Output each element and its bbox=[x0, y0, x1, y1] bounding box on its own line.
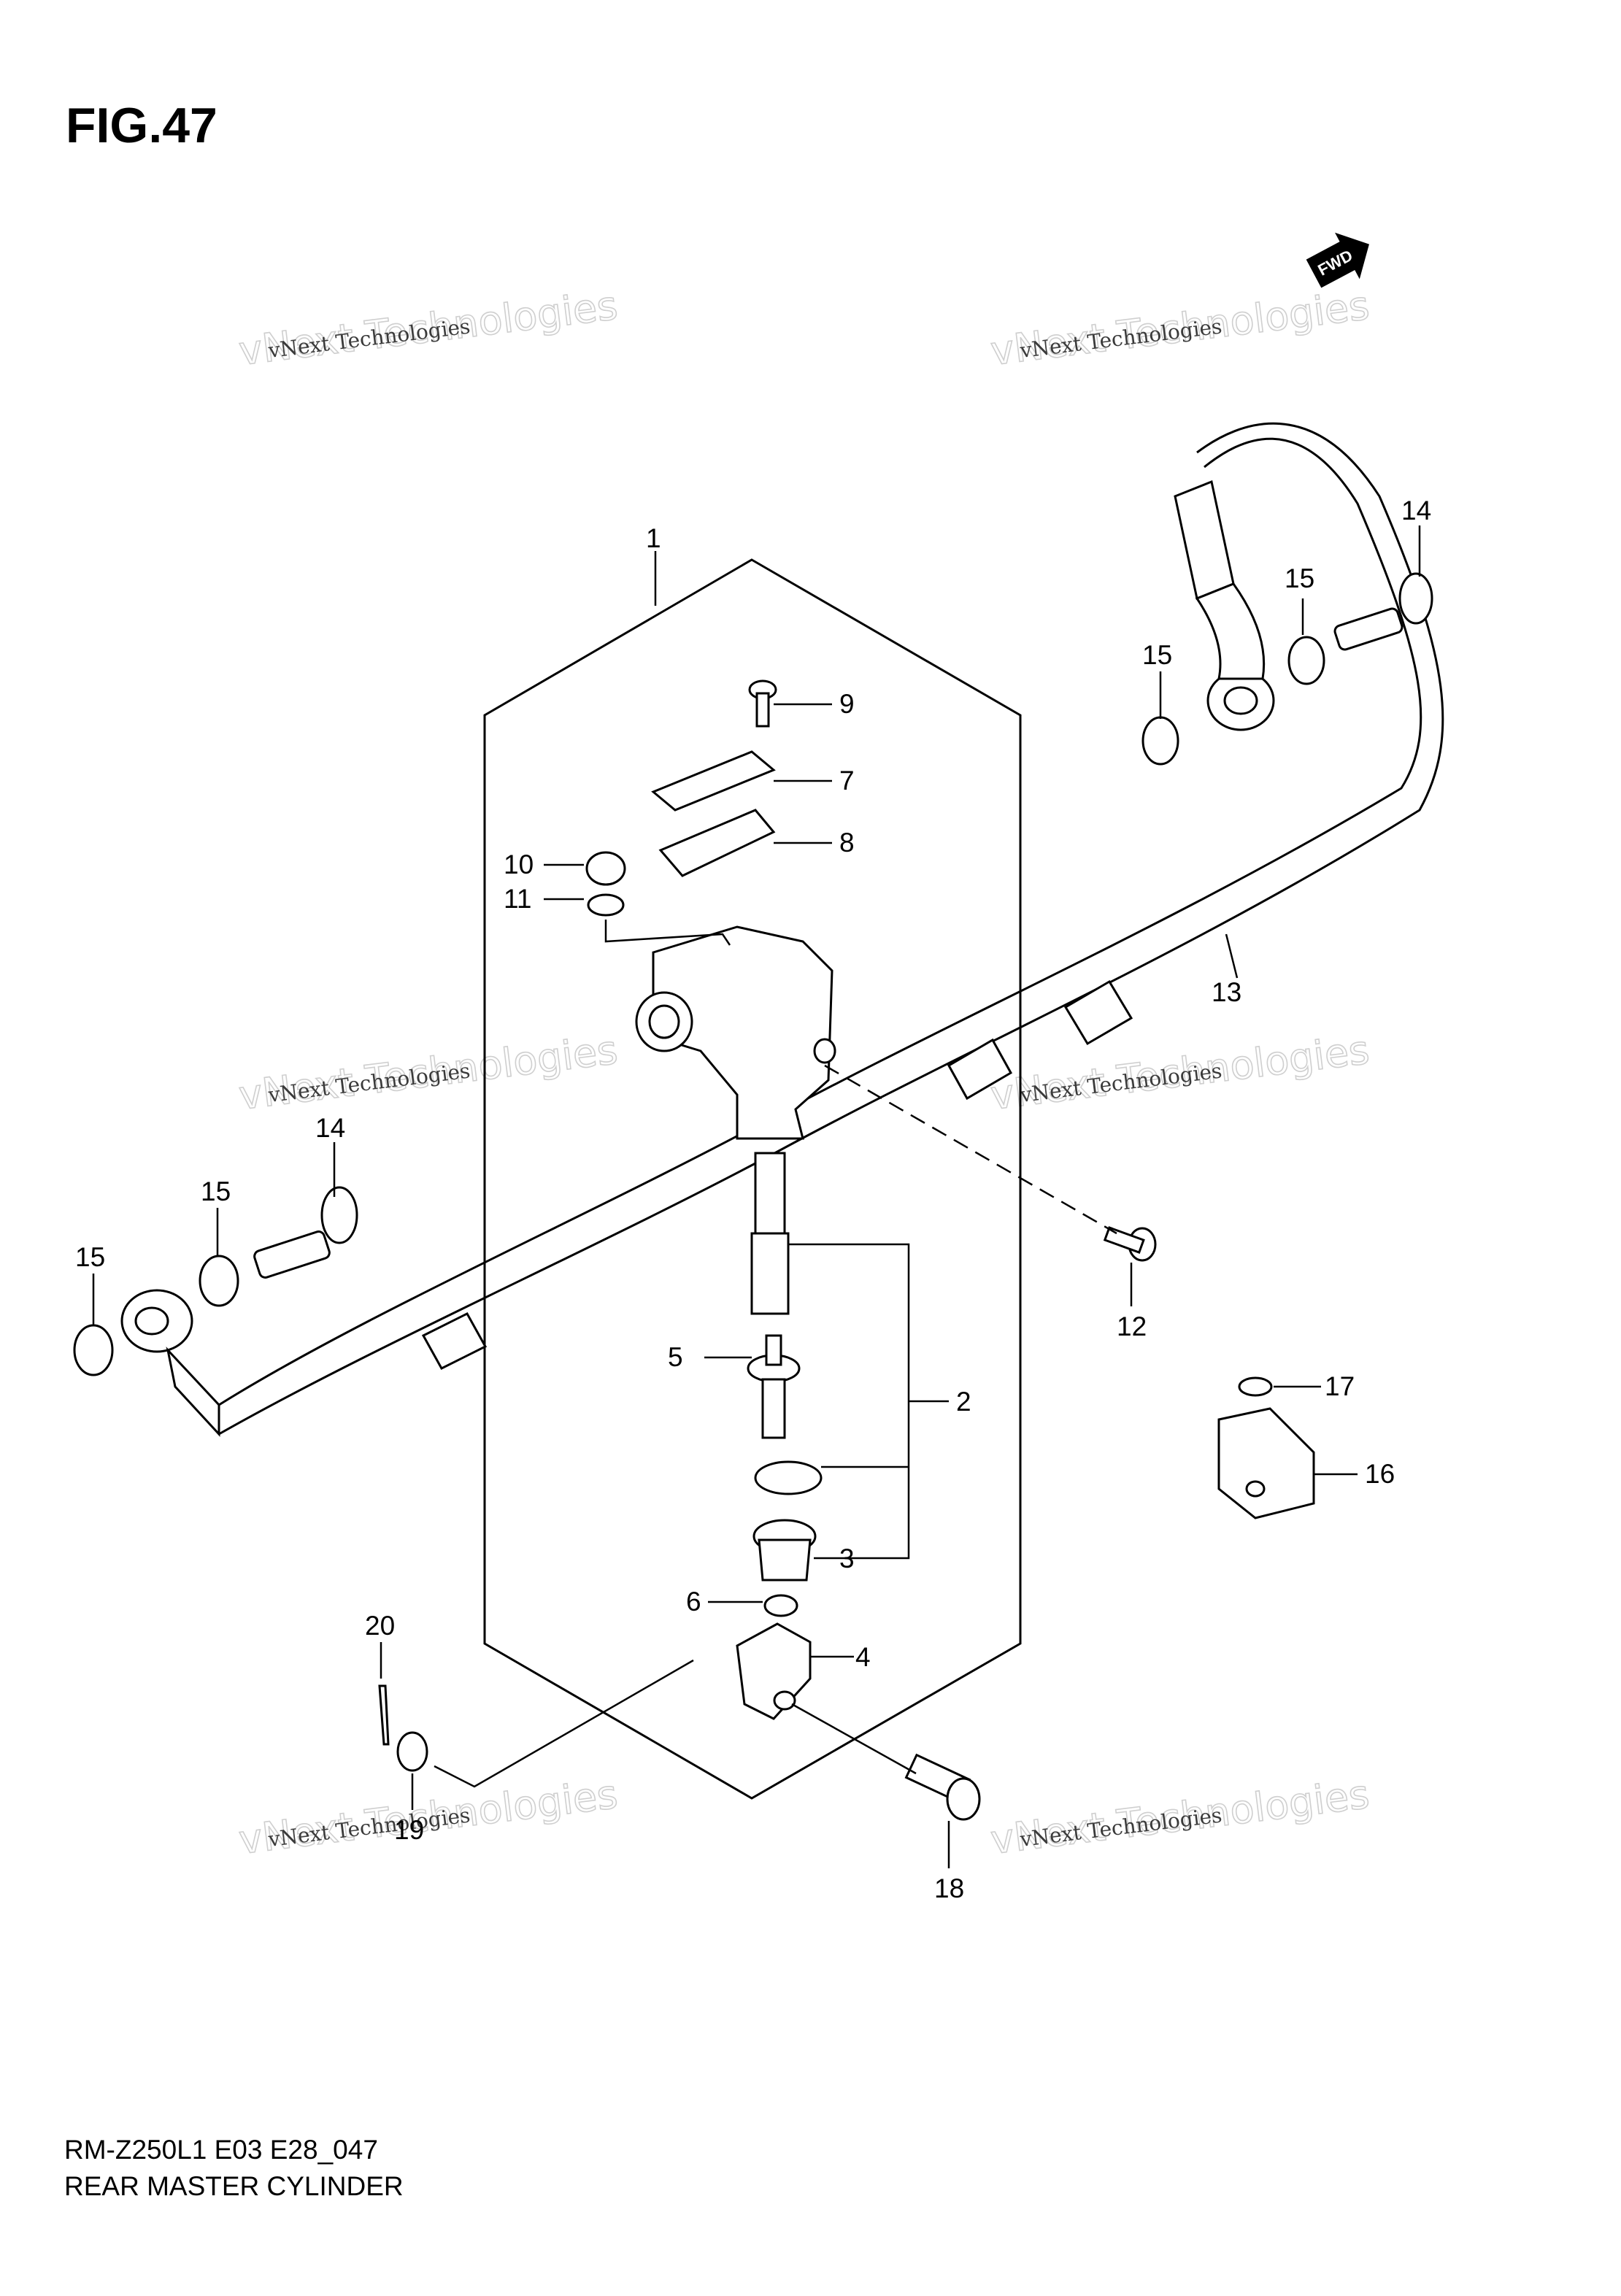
filter bbox=[585, 851, 626, 886]
snap-ring bbox=[754, 1460, 823, 1495]
push-rod bbox=[747, 1334, 801, 1439]
callout-7: 7 bbox=[839, 766, 855, 795]
clamp-screw bbox=[1238, 1376, 1273, 1397]
reservoir-cap bbox=[651, 750, 776, 812]
diaphragm bbox=[658, 809, 776, 877]
watermark: vNext Technologies vNext Technologies bbox=[236, 1771, 620, 1864]
master-cylinder-body bbox=[635, 925, 836, 1140]
mounting-bolt bbox=[1103, 1226, 1157, 1262]
callout-labels: 1 2 3 4 5 6 7 8 9 10 11 12 13 14 14 15 1… bbox=[75, 496, 1431, 1903]
callout-10: 10 bbox=[504, 850, 534, 879]
watermark: vNext Technologies vNext Technologies bbox=[236, 282, 620, 375]
callout-18: 18 bbox=[934, 1873, 964, 1903]
watermark: vNext Technologies vNext Technologies bbox=[987, 282, 1372, 375]
leader-lines bbox=[92, 525, 1421, 1868]
clevis bbox=[736, 1622, 812, 1720]
callout-15-lower-right: 15 bbox=[201, 1176, 231, 1206]
washer bbox=[1141, 716, 1179, 766]
hose-clamp bbox=[1217, 1407, 1315, 1519]
callout-15-upper-right: 15 bbox=[1285, 563, 1314, 593]
callout-1: 1 bbox=[646, 523, 661, 553]
model-code: RM-Z250L1 E03 E28_047 bbox=[64, 2135, 378, 2165]
callout-5: 5 bbox=[668, 1342, 683, 1372]
figure-title: FIG.47 bbox=[66, 98, 217, 153]
callout-4: 4 bbox=[855, 1642, 871, 1672]
callout-3: 3 bbox=[839, 1544, 855, 1573]
callout-17: 17 bbox=[1325, 1371, 1355, 1401]
brake-hose bbox=[218, 422, 1444, 1436]
watermark: vNext Technologies vNext Technologies bbox=[987, 1771, 1372, 1864]
callout-2: 2 bbox=[956, 1387, 971, 1417]
callout-19: 19 bbox=[394, 1815, 424, 1845]
callout-20: 20 bbox=[365, 1611, 395, 1641]
callout-11: 11 bbox=[504, 884, 531, 914]
union-bolt-lower bbox=[253, 1186, 358, 1279]
clevis-pin bbox=[904, 1753, 981, 1821]
washer bbox=[1287, 636, 1325, 685]
watermark: vNext Technologies vNext Technologies bbox=[987, 1026, 1372, 1120]
callout-9: 9 bbox=[839, 689, 855, 719]
callout-16: 16 bbox=[1365, 1459, 1395, 1489]
callout-13: 13 bbox=[1212, 977, 1241, 1007]
callout-8: 8 bbox=[839, 828, 855, 858]
washer bbox=[73, 1324, 114, 1376]
circlip bbox=[587, 893, 625, 917]
callout-12: 12 bbox=[1117, 1311, 1147, 1341]
screw bbox=[748, 679, 777, 728]
union-bolt-upper bbox=[1333, 572, 1433, 651]
washer bbox=[199, 1255, 239, 1307]
assembly-outline bbox=[483, 558, 1022, 1800]
washer-small bbox=[396, 1731, 428, 1772]
nut bbox=[763, 1594, 798, 1617]
callout-15-lower-left: 15 bbox=[75, 1242, 105, 1272]
callout-14-upper: 14 bbox=[1401, 496, 1431, 525]
boot bbox=[752, 1519, 817, 1582]
piston-spring bbox=[750, 1152, 790, 1315]
watermark: vNext Technologies vNext Technologies bbox=[236, 1026, 620, 1120]
callout-15-upper-left: 15 bbox=[1142, 640, 1172, 670]
callout-6: 6 bbox=[686, 1587, 701, 1617]
callout-14-lower: 14 bbox=[315, 1113, 345, 1143]
diagram-caption: REAR MASTER CYLINDER bbox=[64, 2171, 404, 2201]
cotter-pin bbox=[378, 1684, 390, 1746]
